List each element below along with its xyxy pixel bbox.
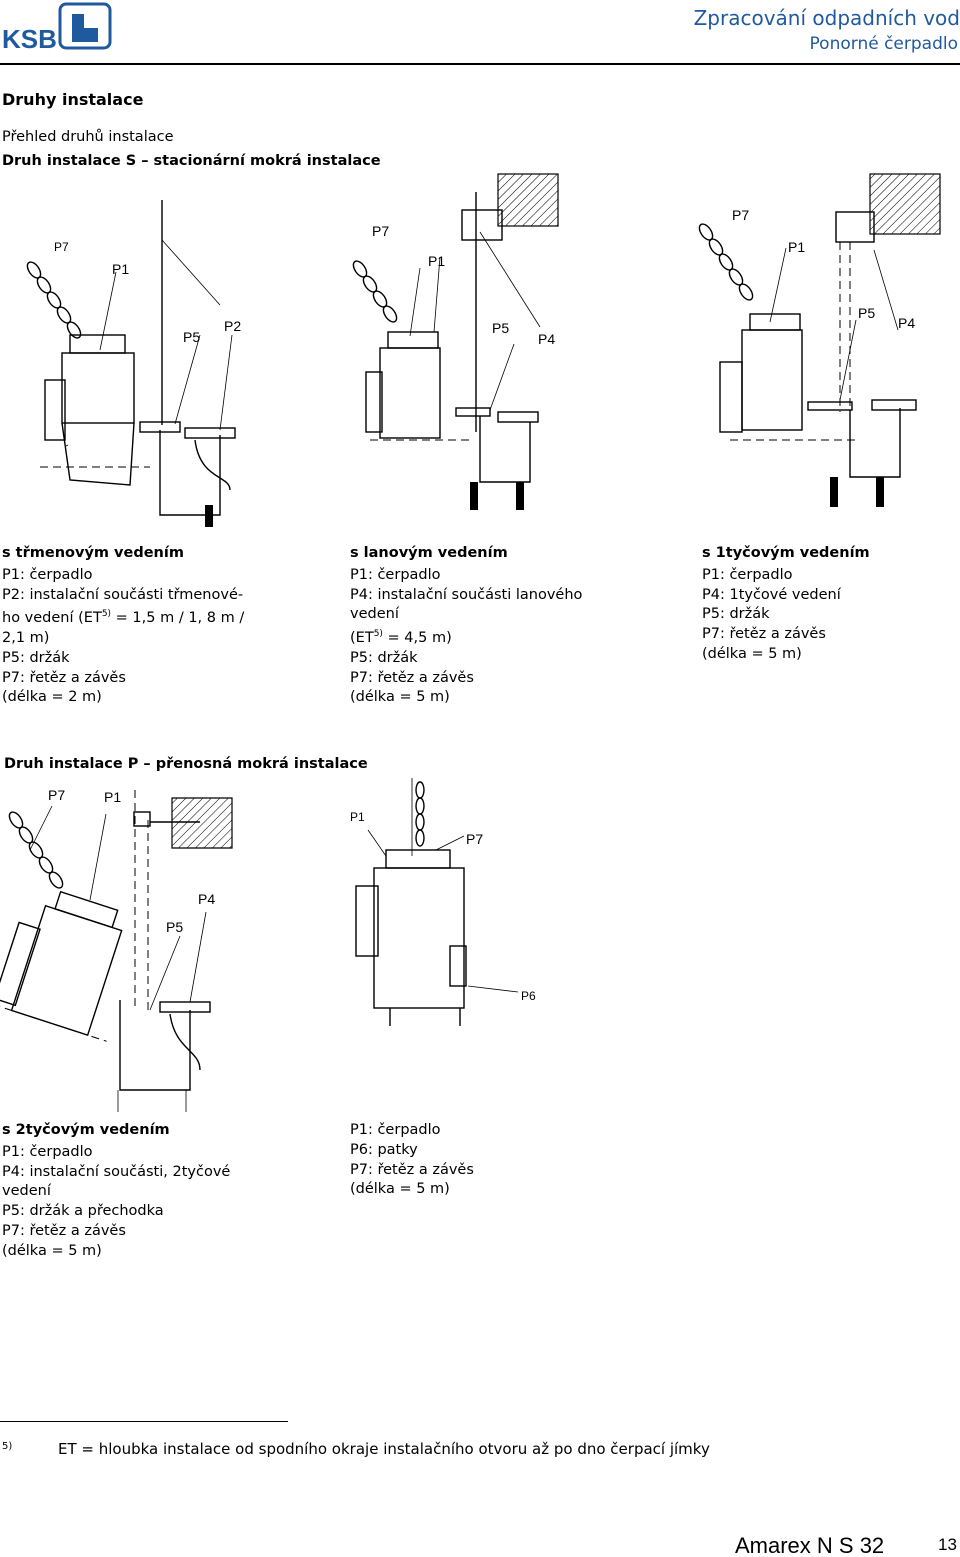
caption-line: P7: řetěz a závěs	[350, 1161, 474, 1178]
pump-icon	[355, 849, 467, 1009]
chain-icon	[698, 223, 754, 301]
figure-cable-guide-install: P7 P1 P5 P4	[352, 173, 559, 510]
caption-line: P1: čerpadlo	[350, 1122, 441, 1138]
caption-line: P5: držák	[350, 649, 418, 666]
label-p7: P7	[54, 240, 69, 254]
label-p4: P4	[898, 315, 915, 331]
label-p5: P5	[492, 320, 509, 336]
label-p6: P6	[521, 989, 536, 1003]
logo-text: KSB	[2, 24, 57, 54]
pump-icon	[0, 890, 123, 1042]
caption-line: P7: řetěz a závěs	[2, 1222, 126, 1239]
label-p7: P7	[372, 223, 389, 239]
type-s-heading: Druh instalace S – stacionární mokrá ins…	[2, 153, 381, 169]
label-p4: P4	[538, 331, 555, 347]
caption-line: P1: čerpadlo	[702, 566, 793, 583]
section-heading: Druhy instalace	[2, 90, 144, 109]
caption-line: (délka = 5 m)	[702, 645, 802, 662]
caption-title: s lanovým vedením	[350, 545, 508, 561]
label-p5: P5	[858, 305, 875, 321]
caption-line: P5: držák	[702, 606, 770, 623]
caption-line: vedení	[2, 1183, 51, 1200]
caption-double-rod: s 2tyčovým vedením P1: čerpadlo P4: inst…	[2, 1121, 292, 1262]
caption-line: ho vedení (ET5) = 1,5 m / 1, 8 m /	[2, 609, 245, 627]
caption-guide-rail: s třmenovým vedením P1: čerpadlo P2: ins…	[2, 544, 292, 708]
caption-line: (délka = 5 m)	[350, 689, 450, 706]
chain-icon	[26, 261, 82, 339]
label-p1: P1	[428, 253, 445, 269]
caption-line: P6: patky	[350, 1141, 418, 1158]
caption-line: P4: instalační součásti, 2tyčové	[2, 1163, 231, 1180]
pump-icon	[365, 331, 470, 441]
caption-line: P5: držák a přechodka	[2, 1203, 164, 1220]
pump-icon	[719, 313, 860, 441]
label-p7: P7	[466, 831, 483, 847]
caption-title: s 2tyčovým vedením	[2, 1122, 170, 1138]
ksb-logo: KSB	[0, 2, 112, 54]
caption-portable-feet: P1: čerpadlo P6: patky P7: řetěz a závěs…	[350, 1121, 640, 1200]
label-p1: P1	[104, 789, 121, 805]
type-p-heading: Druh instalace P – přenosná mokrá instal…	[4, 756, 368, 772]
caption-title: s třmenovým vedením	[2, 545, 184, 561]
caption-line: P1: čerpadlo	[2, 1143, 93, 1160]
caption-line: (délka = 5 m)	[350, 1181, 450, 1198]
figure-portable-feet-install: P1 P7 P6	[350, 778, 536, 1026]
page-number: 13	[938, 1535, 957, 1554]
caption-line: P5: držák	[2, 649, 70, 666]
caption-title: s 1tyčovým vedením	[702, 545, 870, 561]
label-p2: P2	[224, 318, 241, 334]
caption-cable-guide: s lanovým vedením P1: čerpadlo P4: insta…	[350, 544, 640, 708]
footnote-rule	[0, 1421, 288, 1422]
label-p5: P5	[166, 919, 183, 935]
caption-line: P7: řetěz a závěs	[350, 669, 474, 686]
caption-line: P4: instalační součásti lanového	[350, 586, 583, 603]
chain-icon	[352, 260, 398, 323]
caption-line: (ET5) = 4,5 m)	[350, 629, 452, 647]
label-p4: P4	[198, 891, 215, 907]
caption-line: P4: 1tyčové vedení	[702, 586, 841, 603]
figure-single-rod-install: P7 P1 P5 P4	[698, 173, 941, 507]
caption-line: P7: řetěz a závěs	[702, 626, 826, 643]
chain-icon	[415, 781, 425, 847]
footnote-marker: 5)	[2, 1441, 13, 1452]
figure-guide-rail-install: P7 P1 P5 P2	[26, 200, 241, 527]
page-title: Zpracování odpadních vod	[693, 6, 960, 30]
footnote-text: ET = hloubka instalace od spodního okraj…	[58, 1440, 710, 1458]
caption-line: vedení	[350, 606, 399, 623]
caption-line: (délka = 5 m)	[2, 1242, 102, 1259]
label-p1: P1	[788, 239, 805, 255]
pump-icon	[40, 334, 150, 486]
label-p1: P1	[112, 261, 129, 277]
page-subtitle: Ponorné čerpadlo	[809, 34, 958, 54]
label-p1: P1	[350, 810, 365, 824]
label-p7: P7	[48, 787, 65, 803]
header-rule	[0, 63, 960, 65]
caption-single-rod: s 1tyčovým vedením P1: čerpadlo P4: 1tyč…	[702, 544, 952, 665]
figure-double-rod-install: P7 P1 P4 P5	[0, 787, 233, 1112]
caption-line: P7: řetěz a závěs	[2, 669, 126, 686]
caption-line: (délka = 2 m)	[2, 689, 102, 706]
caption-line: P2: instalační součásti třmenové-	[2, 586, 244, 603]
caption-line: P1: čerpadlo	[2, 566, 93, 583]
chain-icon	[8, 811, 64, 889]
overview-label: Přehled druhů instalace	[2, 129, 174, 145]
caption-line: 2,1 m)	[2, 630, 50, 647]
footer-product: Amarex N S 32	[735, 1533, 885, 1557]
label-p7: P7	[732, 207, 749, 223]
caption-line: P1: čerpadlo	[350, 566, 441, 583]
label-p5: P5	[183, 329, 200, 345]
ksb-logo-mark: KSB	[2, 2, 112, 54]
